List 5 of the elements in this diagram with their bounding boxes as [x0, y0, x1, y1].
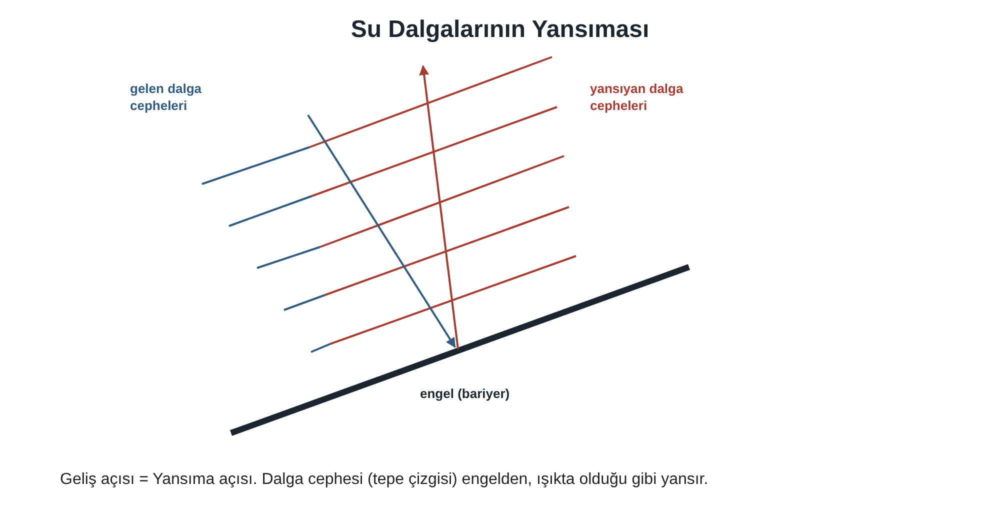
- caption: Geliş açısı = Yansıma açısı. Dalga cephesi (tepe çizgisi) engelden, ışıkta olduğu gibi yansır.: [60, 471, 710, 489]
- wavefront-label: gelen dalga cepheleri: [130, 80, 203, 114]
- wavefront-label: yansıyan dalga cepheleri: [590, 80, 684, 114]
- barrier-label: engel (bariyer): [420, 386, 510, 401]
- title: Su Dalgalarının Yansıması: [350, 16, 650, 44]
